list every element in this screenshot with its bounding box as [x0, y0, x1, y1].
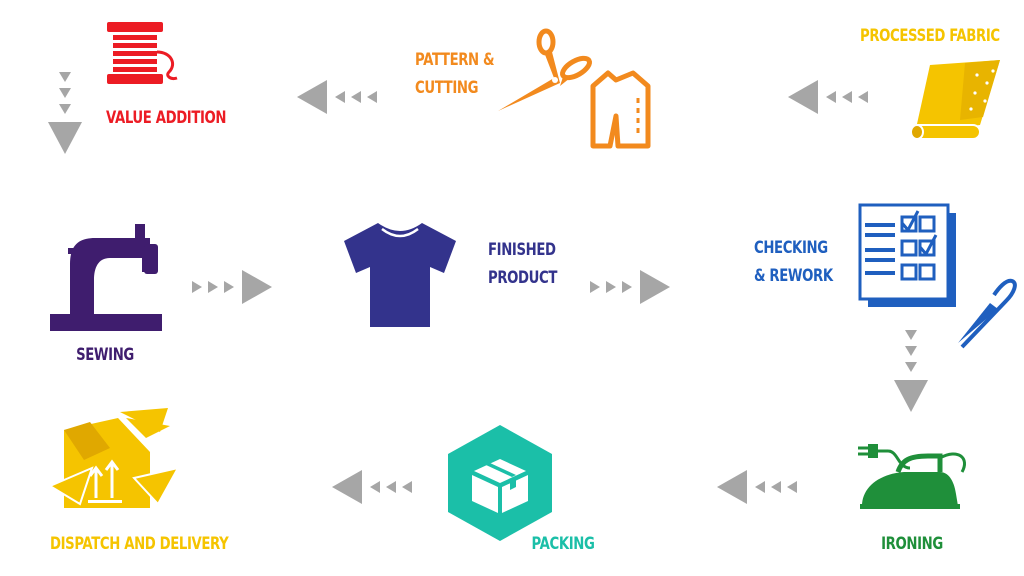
- checking-rework-label: CHECKING & REWORK: [754, 238, 833, 286]
- ironing-label: IRONING: [881, 534, 943, 554]
- arrow-left-icon: [332, 470, 412, 504]
- tshirt-icon: [344, 223, 456, 327]
- arrow-right-icon: [590, 270, 670, 304]
- arrow-left-icon: [788, 80, 868, 114]
- fabric-roll-icon: [909, 60, 1000, 140]
- arrow-down-icon: [48, 72, 82, 154]
- scissors-pattern-icon: [498, 28, 651, 149]
- arrow-down-icon: [894, 330, 928, 412]
- dispatch-delivery-label: DISPATCH AND DELIVERY: [50, 534, 229, 554]
- arrow-left-icon: [717, 470, 797, 504]
- dispatch-icon: [47, 408, 180, 508]
- arrow-right-icon: [192, 270, 272, 304]
- processed-fabric-label: PROCESSED FABRIC: [860, 26, 1000, 46]
- finished-product-label: FINISHED PRODUCT: [488, 240, 558, 288]
- arrow-left-icon: [297, 80, 377, 114]
- sewing-label: SEWING: [76, 345, 134, 365]
- pattern-cutting-label: PATTERN & CUTTING: [415, 50, 495, 98]
- thread-spool-icon: [107, 22, 178, 84]
- sewing-machine-icon: [50, 224, 162, 331]
- box-icon: [448, 425, 552, 541]
- packing-label: PACKING: [531, 534, 595, 554]
- iron-icon: [858, 444, 966, 509]
- value-addition-label: VALUE ADDITION: [106, 108, 227, 128]
- checklist-icon: [858, 203, 1017, 349]
